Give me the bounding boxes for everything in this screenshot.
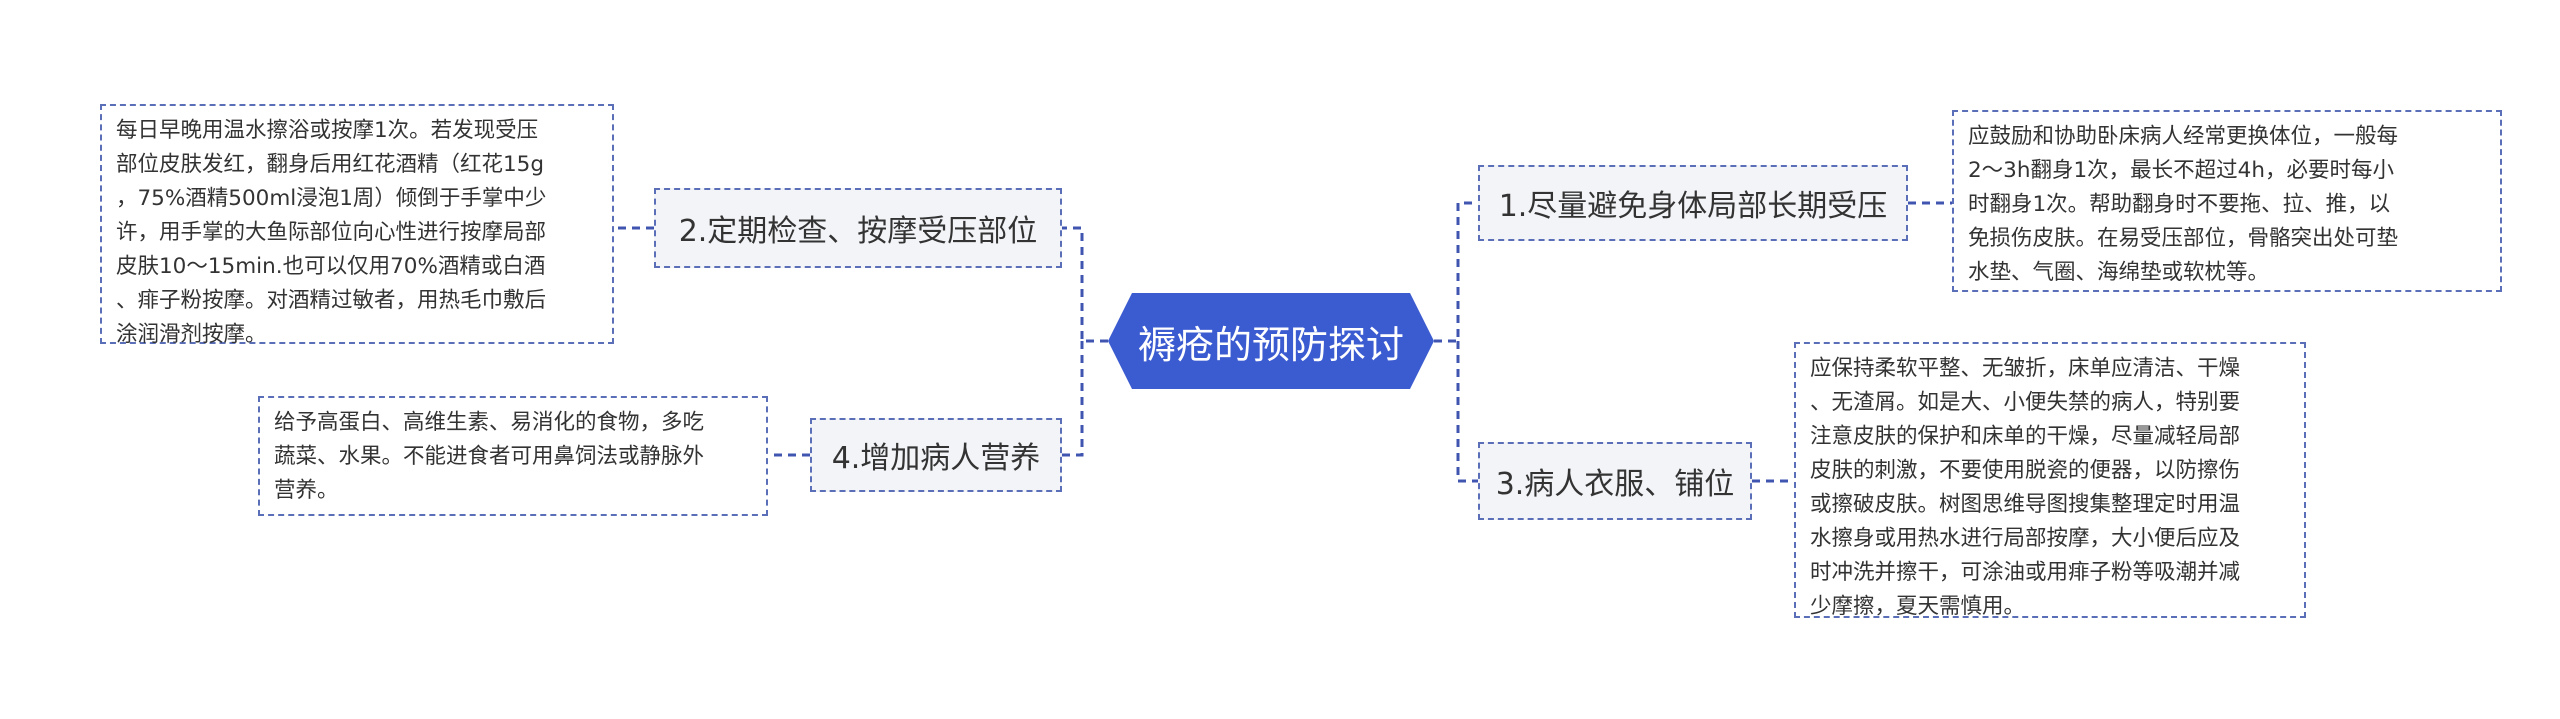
central-topic-shape (1108, 293, 1434, 389)
note-line: 免损伤皮肤。在易受压部位，骨骼突出处可垫 (1968, 226, 2399, 251)
central-topic[interactable]: 褥疮的预防探讨 (1108, 293, 1434, 389)
note-nutrition: 给予高蛋白、高维生素、易消化的食物，多吃 蔬菜、水果。不能进食者可用鼻饲法或静脉… (258, 396, 768, 516)
branch-regular-check-massage[interactable]: 2.定期检查、按摩受压部位 (654, 188, 1062, 268)
note-line: 营养。 (274, 478, 339, 503)
branch-label: 2.定期检查、按摩受压部位 (678, 214, 1038, 249)
note-line: 水垫、气圈、海绵垫或软枕等。 (1968, 260, 2270, 285)
note-line: 给予高蛋白、高维生素、易消化的食物，多吃 (274, 410, 705, 435)
note-line: 少摩擦，夏天需慎用。 (1810, 594, 2026, 619)
branch-label: 3.病人衣服、铺位 (1495, 467, 1735, 502)
note-line: 水擦身或用热水进行局部按摩，大小便后应及 (1810, 526, 2241, 551)
note-line: 时冲洗并擦干，可涂油或用痱子粉等吸潮并减 (1810, 560, 2241, 585)
note-line: 应保持柔软平整、无皱折，床单应清洁、干燥 (1810, 356, 2241, 381)
note-line: 、痱子粉按摩。对酒精过敏者，用热毛巾敷后 (116, 288, 547, 313)
branch-nutrition[interactable]: 4.增加病人营养 (810, 418, 1062, 492)
branch-avoid-pressure[interactable]: 1.尽量避免身体局部长期受压 (1478, 165, 1908, 241)
note-line: ，75%酒精500ml浸泡1周）倾倒于手掌中少 (116, 186, 547, 211)
branch-label: 4.增加病人营养 (831, 441, 1041, 476)
note-line: 每日早晚用温水擦浴或按摩1次。若发现受压 (116, 118, 539, 143)
note-check-massage: 每日早晚用温水擦浴或按摩1次。若发现受压 部位皮肤发红，翻身后用红花酒精（红花1… (100, 104, 614, 347)
note-clothes-bedding: 应保持柔软平整、无皱折，床单应清洁、干燥 、无渣屑。如是大、小便失禁的病人，特别… (1794, 342, 2306, 619)
note-line: 、无渣屑。如是大、小便失禁的病人，特别要 (1810, 390, 2241, 415)
note-line: 应鼓励和协助卧床病人经常更换体位，一般每 (1968, 124, 2399, 149)
note-line: 涂润滑剂按摩。 (116, 322, 267, 347)
note-line: 部位皮肤发红，翻身后用红花酒精（红花15g (116, 152, 545, 177)
note-line: 注意皮肤的保护和床单的干燥，尽量减轻局部 (1810, 424, 2241, 449)
branch-label: 1.尽量避免身体局部长期受压 (1498, 189, 1888, 224)
central-topic-label: 褥疮的预防探讨 (1137, 322, 1404, 367)
branch-clothes-bedding[interactable]: 3.病人衣服、铺位 (1478, 442, 1752, 520)
note-line: 皮肤10～15min.也可以仅用70%酒精或白酒 (116, 254, 546, 279)
note-line: 2～3h翻身1次，最长不超过4h，必要时每小 (1968, 158, 2394, 183)
note-line: 皮肤的刺激，不要使用脱瓷的便器，以防擦伤 (1810, 458, 2241, 483)
note-line: 蔬菜、水果。不能进食者可用鼻饲法或静脉外 (274, 444, 705, 469)
note-avoid-pressure: 应鼓励和协助卧床病人经常更换体位，一般每 2～3h翻身1次，最长不超过4h，必要… (1952, 110, 2502, 292)
note-line: 许，用手掌的大鱼际部位向心性进行按摩局部 (116, 220, 547, 245)
note-line: 或擦破皮肤。树图思维导图搜集整理定时用温 (1810, 492, 2241, 517)
note-line: 时翻身1次。帮助翻身时不要拖、拉、推，以 (1968, 192, 2391, 217)
